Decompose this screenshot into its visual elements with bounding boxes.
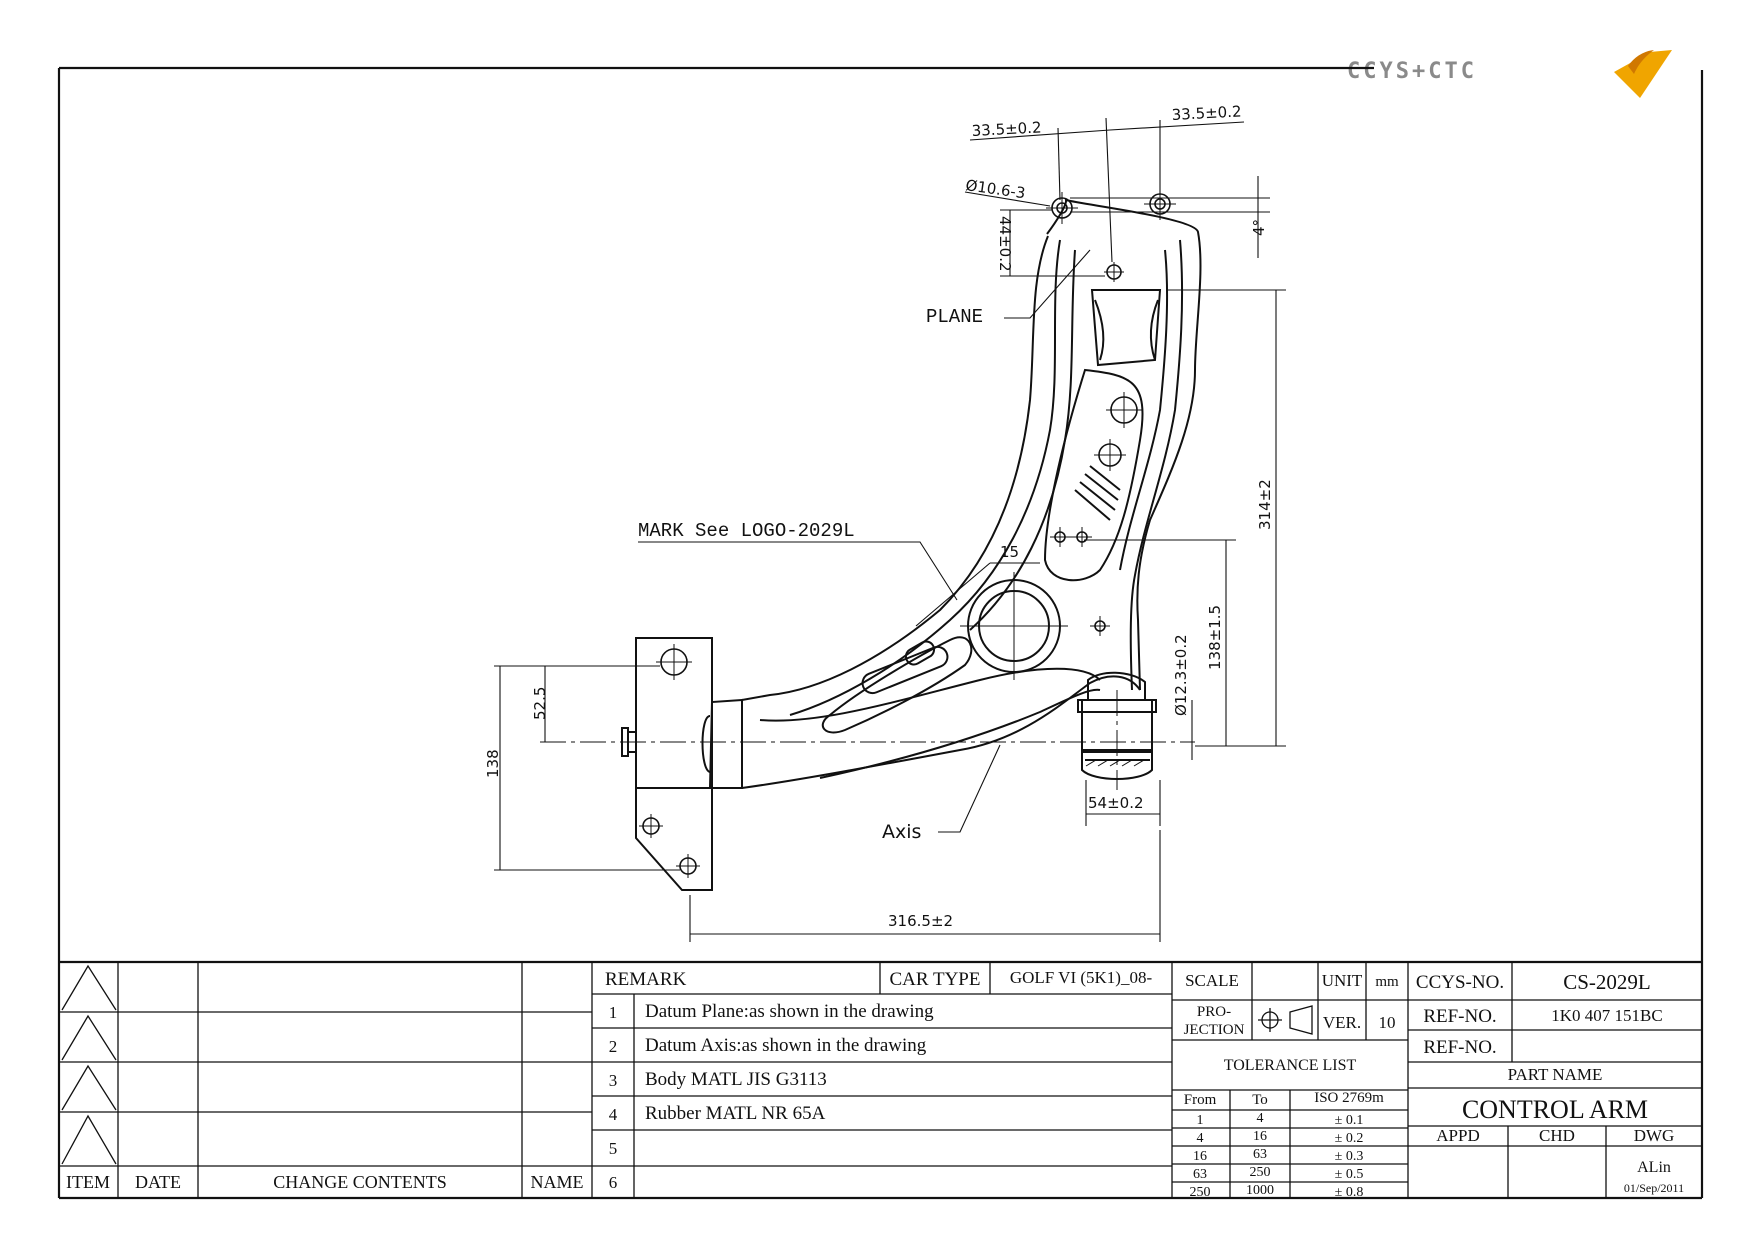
- dim-15: 15: [1000, 543, 1019, 561]
- drawer-name: ALin: [1637, 1159, 1671, 1176]
- company-logo: CCYS+CTC: [1347, 50, 1672, 98]
- remark-num-3: 3: [609, 1071, 618, 1090]
- ref-no-2-label: REF-NO.: [1423, 1037, 1496, 1058]
- tol-row-3-val: ± 0.3: [1335, 1149, 1364, 1164]
- remark-title: REMARK: [605, 969, 687, 990]
- scale-label: SCALE: [1185, 971, 1239, 990]
- hole-crosshairs: [639, 188, 1176, 878]
- dim-top-left: 33.5±0.2: [971, 118, 1042, 140]
- remark-num-1: 1: [609, 1003, 618, 1022]
- dim-138-right: 138±1.5: [1206, 605, 1224, 670]
- dim-314: 314±2: [1256, 479, 1274, 530]
- company-logo-text: CCYS+CTC: [1347, 59, 1477, 84]
- ref-no-label: REF-NO.: [1423, 1006, 1496, 1027]
- tol-row-5-from: 250: [1190, 1185, 1211, 1200]
- remark-text-1: Datum Plane:as shown in the drawing: [645, 1001, 934, 1022]
- part-name-value: CONTROL ARM: [1462, 1095, 1648, 1124]
- tol-row-1-from: 1: [1197, 1113, 1204, 1128]
- tol-row-2-to: 16: [1253, 1129, 1267, 1144]
- part-name-label: PART NAME: [1508, 1065, 1603, 1084]
- tol-header-iso: ISO 2769m: [1314, 1090, 1384, 1106]
- tol-row-2-val: ± 0.2: [1335, 1131, 1364, 1146]
- tol-row-2-from: 4: [1197, 1131, 1204, 1146]
- remark-num-6: 6: [609, 1173, 618, 1192]
- ref-no-value: 1K0 407 151BC: [1551, 1006, 1662, 1025]
- chd-label: CHD: [1539, 1126, 1575, 1145]
- dimension-lines: [494, 117, 1286, 942]
- tol-row-3-from: 16: [1193, 1149, 1207, 1164]
- tol-row-5-to: 1000: [1246, 1183, 1274, 1198]
- unit-label: UNIT: [1322, 971, 1363, 990]
- tol-row-1-to: 4: [1257, 1111, 1264, 1126]
- note-labels: PLANE MARK See LOGO-2029L Axis: [638, 306, 983, 843]
- revision-table: ITEM DATE CHANGE CONTENTS NAME: [66, 1172, 584, 1192]
- tol-row-4-to: 250: [1250, 1165, 1271, 1180]
- rev-header-item: ITEM: [66, 1172, 110, 1192]
- tol-row-5-val: ± 0.8: [1335, 1185, 1364, 1200]
- dim-hole-dia: Ø10.6-3: [964, 176, 1026, 202]
- dim-angle: 4°: [1250, 219, 1268, 236]
- title-block: CCYS-NO. CS-2029L REF-NO. 1K0 407 151BC …: [1416, 970, 1684, 1195]
- car-type-value: GOLF VI (5K1)_08-: [1010, 968, 1153, 987]
- appd-label: APPD: [1436, 1126, 1479, 1145]
- dim-316: 316.5±2: [888, 912, 953, 930]
- ver-value: 10: [1379, 1013, 1396, 1032]
- dwg-label: DWG: [1634, 1126, 1675, 1145]
- bushing-hatch: [1085, 759, 1145, 767]
- axis-label: Axis: [882, 821, 921, 843]
- tol-row-4-val: ± 0.5: [1335, 1167, 1364, 1182]
- dim-44: 44±0.2: [996, 216, 1014, 272]
- remark-num-5: 5: [609, 1139, 618, 1158]
- revision-triangle-icons: [61, 964, 117, 1165]
- remark-text-2: Datum Axis:as shown in the drawing: [645, 1035, 927, 1056]
- spec-block: SCALE UNIT mm PRO- JECTION VER. 10 TOLER…: [1184, 971, 1399, 1200]
- mark-label: MARK See LOGO-2029L: [638, 520, 855, 542]
- tol-header-to: To: [1252, 1092, 1268, 1108]
- dim-138-left: 138: [484, 749, 502, 778]
- remark-table: REMARK CAR TYPE GOLF VI (5K1)_08- 1 Datu…: [605, 968, 1152, 1192]
- projection-label-1: PRO-: [1197, 1004, 1231, 1020]
- car-type-label: CAR TYPE: [890, 969, 981, 990]
- remark-num-4: 4: [609, 1105, 618, 1124]
- tol-row-1-val: ± 0.1: [1335, 1113, 1364, 1128]
- title-block-grid: [59, 962, 1702, 1198]
- dim-bush-dia: Ø12.3±0.2: [1172, 634, 1190, 716]
- dimension-texts: 33.5±0.2 33.5±0.2 Ø10.6-3 44±0.2 4° 314±…: [484, 102, 1274, 930]
- tol-header-from: From: [1184, 1092, 1217, 1108]
- tol-row-4-from: 63: [1193, 1167, 1207, 1182]
- tolerance-title: TOLERANCE LIST: [1224, 1057, 1357, 1074]
- control-arm-drawing: 33.5±0.2 33.5±0.2 Ø10.6-3 44±0.2 4° 314±…: [484, 102, 1286, 942]
- tol-row-3-to: 63: [1253, 1147, 1267, 1162]
- logo-swoosh-icon: [1614, 50, 1672, 98]
- rev-header-date: DATE: [135, 1172, 181, 1192]
- ccys-no-label: CCYS-NO.: [1416, 972, 1504, 993]
- ver-label: VER.: [1323, 1013, 1361, 1032]
- ccys-no-value: CS-2029L: [1563, 970, 1651, 994]
- center-lines: [540, 690, 1195, 790]
- dim-52: 52.5: [531, 687, 549, 720]
- remark-text-3: Body MATL JIS G3113: [645, 1069, 827, 1090]
- dim-top-right: 33.5±0.2: [1171, 102, 1242, 124]
- third-angle-projection-icon: [1258, 1005, 1313, 1035]
- plane-label: PLANE: [926, 306, 983, 328]
- part-outline: [621, 198, 1202, 891]
- unit-value: mm: [1375, 974, 1399, 990]
- projection-label-2: JECTION: [1184, 1022, 1245, 1038]
- remark-text-4: Rubber MATL NR 65A: [645, 1103, 826, 1124]
- drawing-date: 01/Sep/2011: [1624, 1181, 1684, 1195]
- leader-lines: [638, 249, 1091, 833]
- rev-header-change: CHANGE CONTENTS: [273, 1172, 447, 1192]
- dim-54: 54±0.2: [1088, 794, 1144, 812]
- remark-num-2: 2: [609, 1037, 618, 1056]
- rev-header-name: NAME: [531, 1172, 584, 1192]
